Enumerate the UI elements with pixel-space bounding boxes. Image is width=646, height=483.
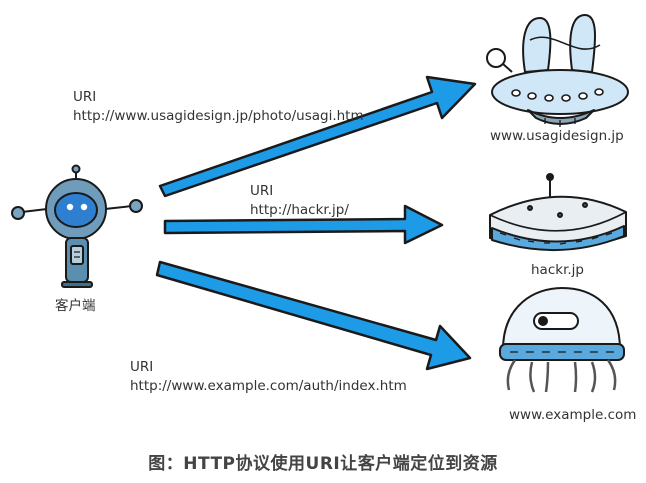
arrow-to-example [155, 260, 472, 371]
figure-caption: 图：HTTP协议使用URI让客户端定位到资源 [148, 454, 498, 474]
robot-client-icon [11, 164, 143, 288]
uri-text: http://www.usagidesign.jp/photo/usagi.ht… [73, 108, 364, 124]
hackr-server-icon [489, 173, 627, 252]
host-hackr: hackr.jp [531, 262, 584, 278]
uri-text: http://www.example.com/auth/index.htm [130, 378, 407, 394]
uri-label-usagidesign: URI http://www.usagidesign.jp/photo/usag… [73, 88, 364, 126]
usagidesign-server-icon [486, 14, 629, 127]
uri-title: URI [130, 359, 154, 375]
host-usagidesign: www.usagidesign.jp [490, 128, 624, 144]
example-server-icon [499, 287, 625, 393]
diagram-svg [11, 14, 629, 393]
client-label: 客户端 [55, 298, 96, 314]
host-example: www.example.com [509, 407, 637, 423]
arrow-to-usagidesign [158, 75, 477, 198]
uri-label-example: URI http://www.example.com/auth/index.ht… [130, 358, 407, 396]
uri-title: URI [73, 89, 97, 105]
uri-text: http://hackr.jp/ [250, 202, 349, 218]
uri-title: URI [250, 183, 274, 199]
uri-label-hackr: URI http://hackr.jp/ [250, 182, 349, 220]
arrow-to-hackr [163, 204, 444, 245]
